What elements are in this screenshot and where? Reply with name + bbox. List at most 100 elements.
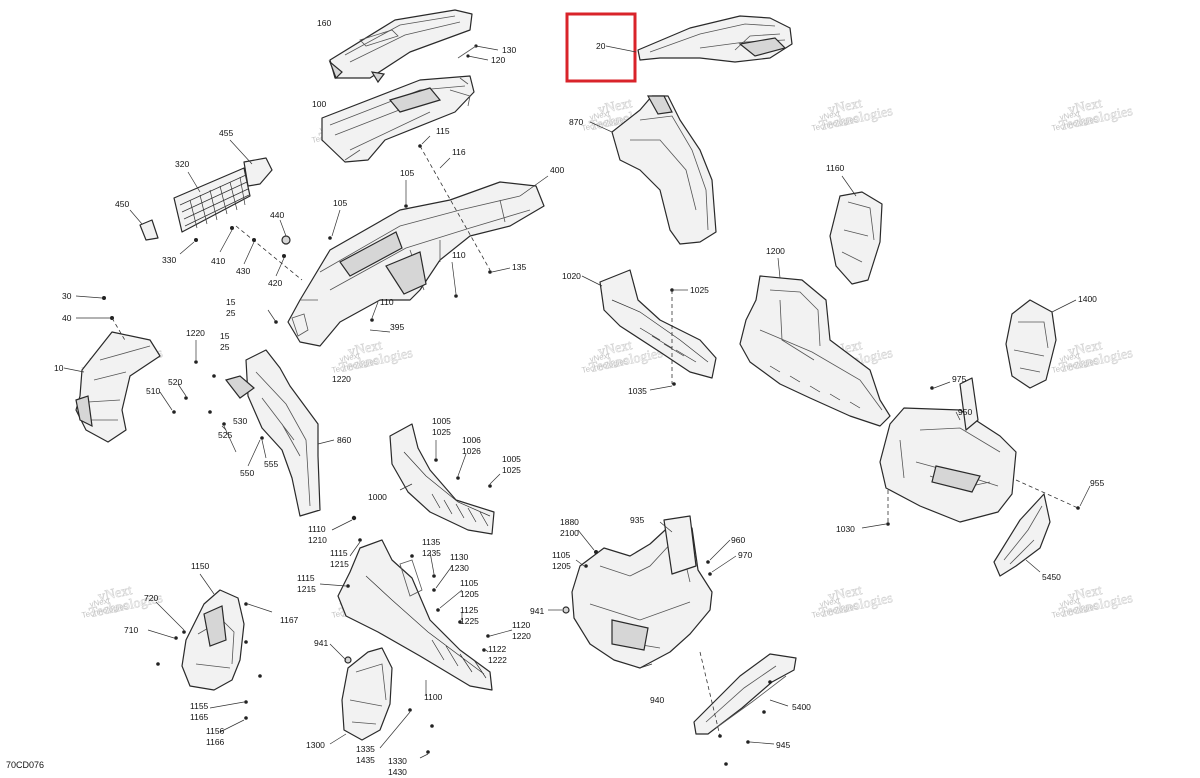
callout-1105-b[interactable]: 1105 xyxy=(552,550,571,560)
callout-940[interactable]: 940 xyxy=(650,695,664,705)
part-870-side-panel[interactable] xyxy=(589,95,717,245)
part-950-tub[interactable] xyxy=(879,377,1017,523)
callout-105-a[interactable]: 105 xyxy=(400,168,414,178)
part-5400-skid[interactable] xyxy=(693,653,797,735)
callout-20[interactable]: 20 xyxy=(596,41,606,51)
callout-455[interactable]: 455 xyxy=(219,128,233,138)
callout-1025[interactable]: 1025 xyxy=(690,285,709,295)
callout-105-b[interactable]: 105 xyxy=(333,198,347,208)
callout-1135[interactable]: 1135 xyxy=(422,537,441,547)
callout-25-b[interactable]: 25 xyxy=(220,342,230,352)
callout-1225[interactable]: 1225 xyxy=(460,616,479,626)
callout-1220-b[interactable]: 1220 xyxy=(332,374,351,384)
callout-1030[interactable]: 1030 xyxy=(836,524,855,534)
part-1150-panel[interactable] xyxy=(181,573,245,691)
part-400-dash-frame[interactable] xyxy=(287,175,549,347)
part-160-lid[interactable] xyxy=(328,9,473,84)
callout-110-b[interactable]: 110 xyxy=(380,297,394,307)
callout-1005-a[interactable]: 1005 xyxy=(432,416,451,426)
part-1100-sill[interactable] xyxy=(337,539,493,696)
part-1200-floor[interactable] xyxy=(739,257,891,427)
callout-1335[interactable]: 1335 xyxy=(356,744,375,754)
callout-30[interactable]: 30 xyxy=(62,291,72,301)
callout-710[interactable]: 710 xyxy=(124,625,138,635)
callout-1156[interactable]: 1156 xyxy=(206,726,225,736)
callout-135[interactable]: 135 xyxy=(512,262,526,272)
callout-1105-a[interactable]: 1105 xyxy=(460,578,479,588)
callout-1005-b[interactable]: 1005 xyxy=(502,454,521,464)
part-320-grille[interactable] xyxy=(173,167,251,233)
callout-400[interactable]: 400 xyxy=(550,165,564,175)
part-450-clip[interactable] xyxy=(129,209,159,241)
callout-1006[interactable]: 1006 xyxy=(462,435,481,445)
callout-935[interactable]: 935 xyxy=(630,515,644,525)
callout-160[interactable]: 160 xyxy=(317,18,331,28)
callout-130[interactable]: 130 xyxy=(502,45,516,55)
callout-1880[interactable]: 1880 xyxy=(560,517,579,527)
callout-330[interactable]: 330 xyxy=(162,255,176,265)
part-1020-sill[interactable] xyxy=(581,269,717,379)
callout-5450[interactable]: 5450 xyxy=(1042,572,1061,582)
part-5450-guard[interactable] xyxy=(993,493,1051,577)
callout-1235[interactable]: 1235 xyxy=(422,548,441,558)
callout-450[interactable]: 450 xyxy=(115,199,129,209)
callout-510[interactable]: 510 xyxy=(146,386,160,396)
callout-945[interactable]: 945 xyxy=(776,740,790,750)
callout-870[interactable]: 870 xyxy=(569,117,583,127)
callout-1160[interactable]: 1160 xyxy=(826,163,845,173)
callout-430[interactable]: 430 xyxy=(236,266,250,276)
callout-100[interactable]: 100 xyxy=(312,99,326,109)
callout-1167[interactable]: 1167 xyxy=(280,615,299,625)
callout-116[interactable]: 116 xyxy=(452,147,466,157)
callout-1330[interactable]: 1330 xyxy=(388,756,407,766)
part-1300-panel[interactable] xyxy=(329,643,393,745)
callout-1000[interactable]: 1000 xyxy=(368,492,387,502)
callout-860[interactable]: 860 xyxy=(337,435,351,445)
callout-1020[interactable]: 1020 xyxy=(562,271,581,281)
callout-1210[interactable]: 1210 xyxy=(308,535,327,545)
callout-1430[interactable]: 1430 xyxy=(388,767,407,777)
callout-555[interactable]: 555 xyxy=(264,459,278,469)
callout-420[interactable]: 420 xyxy=(268,278,282,288)
part-100-box[interactable] xyxy=(321,75,475,163)
callout-15-b[interactable]: 15 xyxy=(220,331,230,341)
callout-1215-a[interactable]: 1215 xyxy=(330,559,349,569)
part-860-pillar[interactable] xyxy=(224,349,335,517)
callout-970[interactable]: 970 xyxy=(738,550,752,560)
callout-410[interactable]: 410 xyxy=(211,256,225,266)
callout-1222[interactable]: 1222 xyxy=(488,655,507,665)
part-940-console[interactable] xyxy=(571,515,713,669)
part-1400-panel[interactable] xyxy=(1005,299,1077,389)
callout-1205-a[interactable]: 1205 xyxy=(460,589,479,599)
callout-1155[interactable]: 1155 xyxy=(190,701,209,711)
callout-115[interactable]: 115 xyxy=(436,126,450,136)
callout-1115-a[interactable]: 1115 xyxy=(330,548,348,558)
callout-525[interactable]: 525 xyxy=(218,430,232,440)
callout-10[interactable]: 10 xyxy=(54,363,64,373)
part-10-front-cover[interactable] xyxy=(63,331,161,443)
callout-1165[interactable]: 1165 xyxy=(190,712,209,722)
callout-1115-b[interactable]: 1115 xyxy=(297,573,315,583)
callout-1400[interactable]: 1400 xyxy=(1078,294,1097,304)
callout-1025-b[interactable]: 1025 xyxy=(502,465,521,475)
callout-1035[interactable]: 1035 xyxy=(628,386,647,396)
callout-1122[interactable]: 1122 xyxy=(488,644,507,654)
callout-25-a[interactable]: 25 xyxy=(226,308,236,318)
callout-1220-a[interactable]: 1220 xyxy=(186,328,205,338)
callout-1100[interactable]: 1100 xyxy=(424,692,443,702)
part-20-panel[interactable] xyxy=(605,15,793,63)
callout-40[interactable]: 40 xyxy=(62,313,72,323)
callout-941-b[interactable]: 941 xyxy=(530,606,544,616)
callout-120[interactable]: 120 xyxy=(491,55,505,65)
callout-550[interactable]: 550 xyxy=(240,468,254,478)
callout-941-a[interactable]: 941 xyxy=(314,638,328,648)
callout-955[interactable]: 955 xyxy=(1090,478,1104,488)
callout-1220-c[interactable]: 1220 xyxy=(512,631,531,641)
callout-720[interactable]: 720 xyxy=(144,593,158,603)
callout-530[interactable]: 530 xyxy=(233,416,247,426)
callout-1435[interactable]: 1435 xyxy=(356,755,375,765)
callout-2100[interactable]: 2100 xyxy=(560,528,579,538)
callout-1025-a[interactable]: 1025 xyxy=(432,427,451,437)
callout-520[interactable]: 520 xyxy=(168,377,182,387)
callout-320[interactable]: 320 xyxy=(175,159,189,169)
